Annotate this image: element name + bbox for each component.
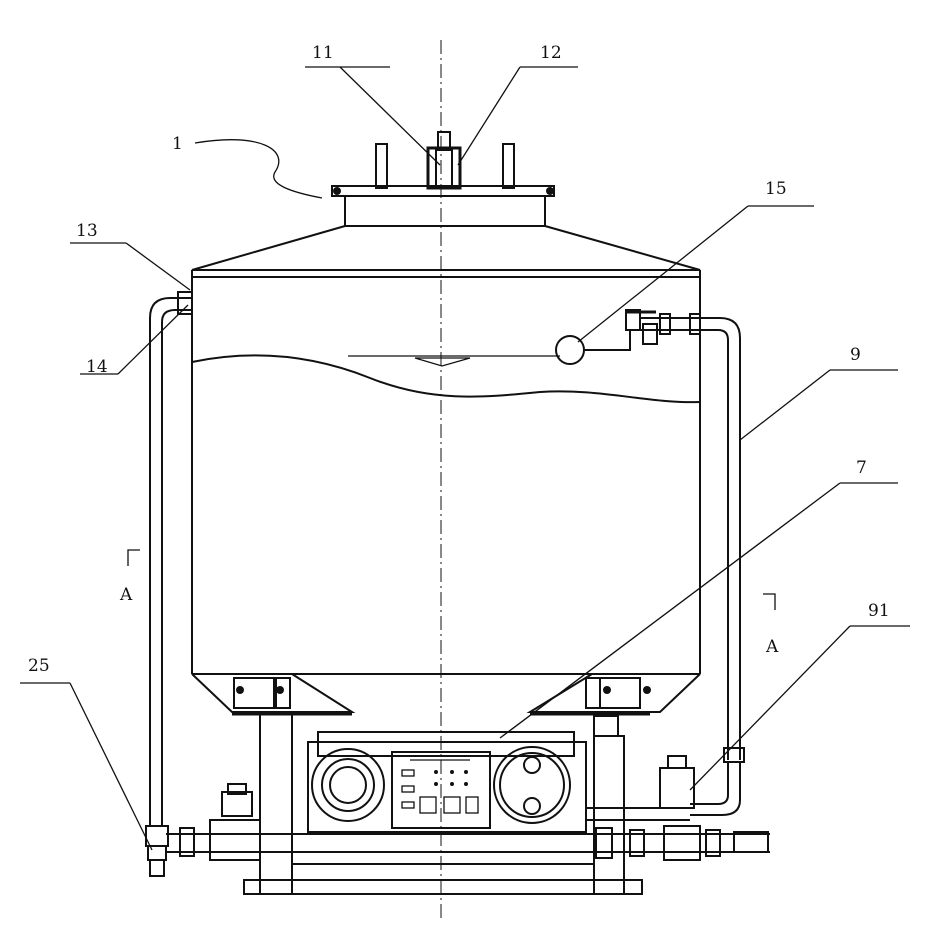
label-14: 14	[86, 357, 108, 377]
label-13: 13	[76, 221, 98, 241]
leader-lines	[20, 66, 910, 851]
label-11: 11	[312, 43, 334, 63]
tank-body	[191, 270, 701, 675]
bottom-pipeline	[166, 755, 770, 861]
label-7: 7	[856, 458, 867, 478]
top-lid	[331, 131, 555, 227]
liquid-surface	[191, 354, 701, 404]
label-section-a-left: A	[119, 585, 133, 605]
float-valve	[555, 309, 658, 365]
label-15: 15	[765, 179, 787, 199]
control-housing	[307, 741, 587, 833]
tank-supports	[191, 673, 701, 737]
label-91: 91	[868, 601, 890, 621]
label-1: 1	[172, 134, 183, 154]
label-9: 9	[850, 345, 861, 365]
label-section-a-right: A	[765, 637, 779, 657]
conical-top	[191, 225, 701, 278]
control-panel	[391, 751, 491, 829]
pipe-left	[145, 291, 193, 877]
label-25: 25	[28, 656, 50, 676]
base-frame	[243, 713, 643, 895]
label-12: 12	[540, 43, 562, 63]
pipe-right	[640, 313, 745, 816]
